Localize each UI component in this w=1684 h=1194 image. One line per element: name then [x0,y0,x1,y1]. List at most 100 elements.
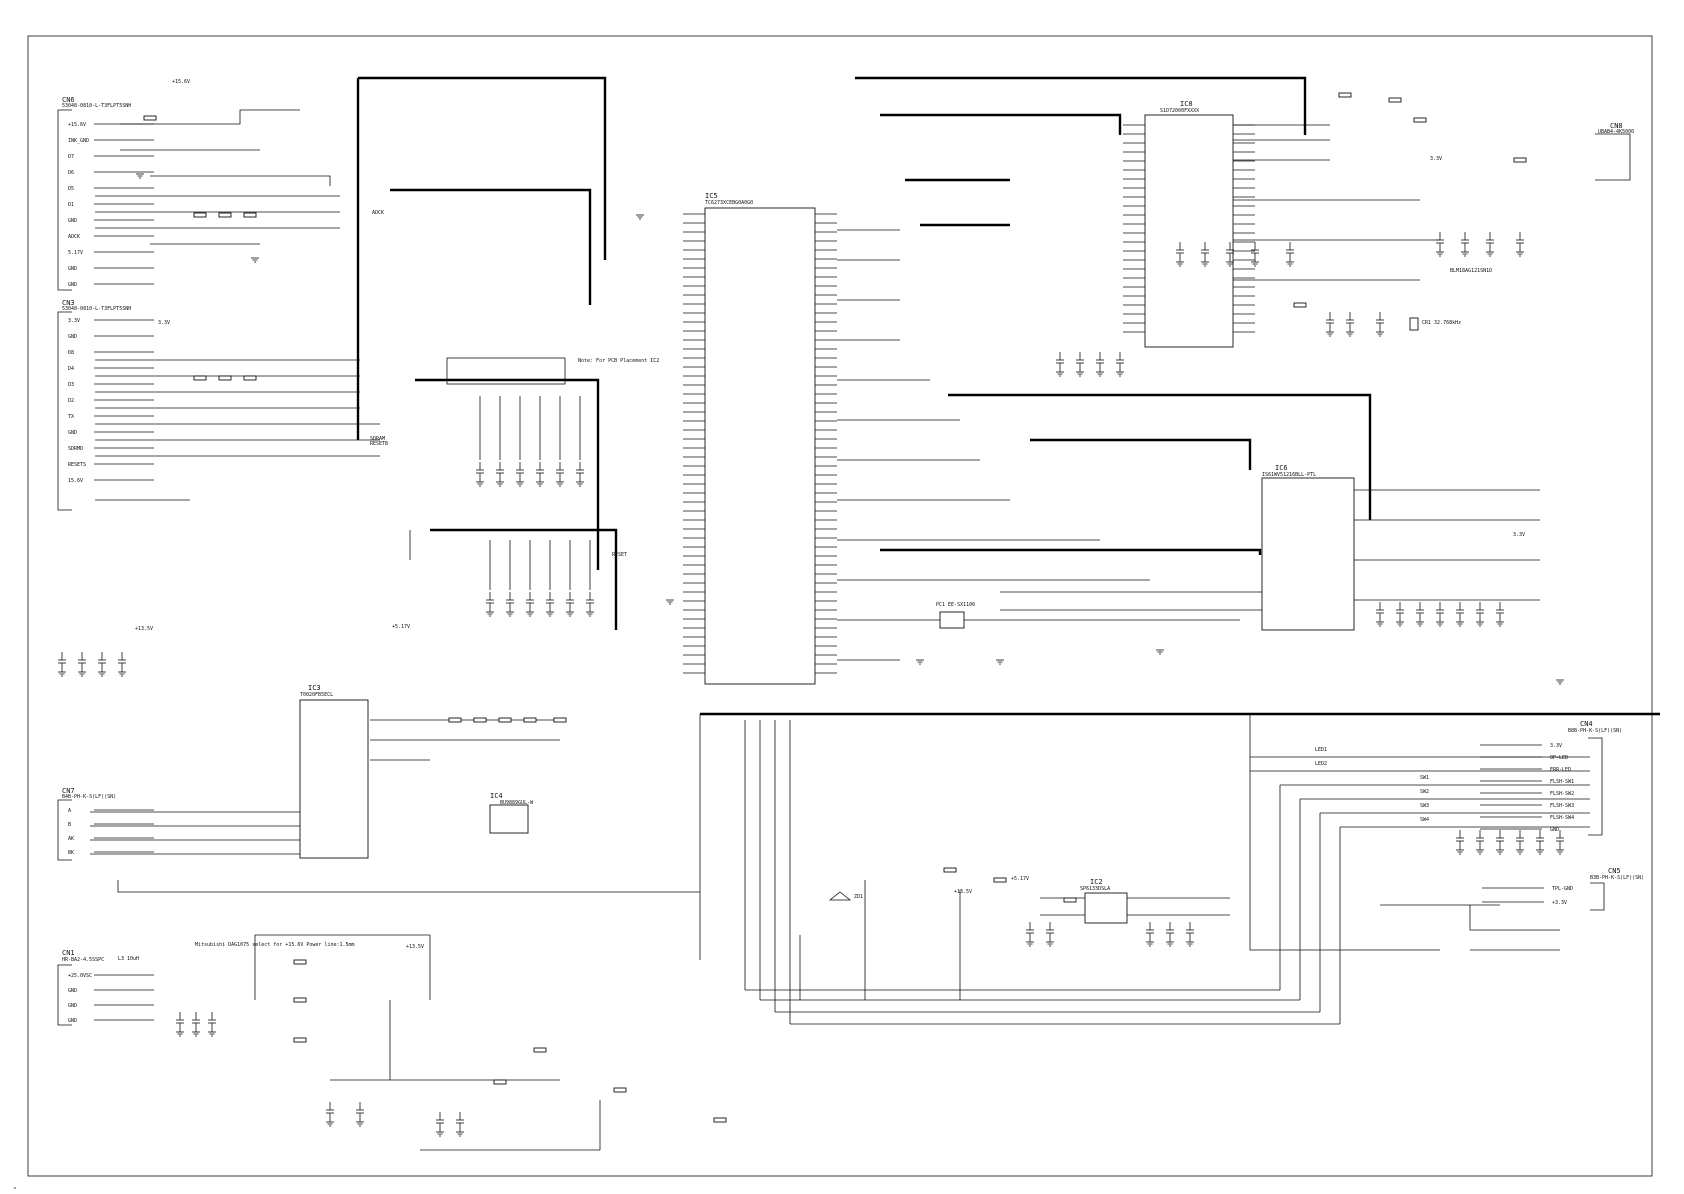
connector-pin-label: 5.17V [68,250,83,256]
net-led2: LED2 [1315,761,1327,767]
cn6-ref: CN6 [62,96,75,104]
connector-pin-label: FLSH-SW3 [1550,803,1574,809]
note-mitsubishi: Mitsubishi DAG1075 select for +15.6V Pow… [195,942,355,948]
note-pcb: Note: For PCB Placement IC2 [578,358,659,364]
cn1-connector: CN1 HR-BA2-4.5SSPC +25.0VSC GND GND GND [57,949,154,1026]
rail-13v-c: +13.5V [406,944,424,950]
connector-pin-label: 3.3V [1550,743,1562,749]
cn8-connector: CN8 UBAB4-4K5000 [1595,122,1634,181]
connector-pin-label: 3.3V [68,318,80,324]
sheet-border [27,35,1653,1177]
cn3-connector: CN3 53048-0810-L-T3FLPT5SNH 3.3VGNDD8D4D… [57,299,154,511]
cn6-part: 53048-0810-L-T3FLPT5SNH [62,103,131,109]
rail-33v-a: 3.3V [158,320,170,326]
connector-pin-label: TPL-GND [1552,886,1573,892]
connector-pin-label: GND [68,1003,77,1009]
net-sw4: SW4 [1420,817,1429,823]
connector-pin-label: RESETS [68,462,86,468]
connector-pin-label: GND [68,1018,77,1024]
ic6-part: IS61WV51216BLL-PTL [1262,472,1316,478]
net-sw3: SW3 [1420,803,1429,809]
misc-parts: CR1 32.768kHz PC1 EE-SX1106 ZD1 L3 10uH … [118,268,1492,962]
net-sw2: SW2 [1420,789,1429,795]
cn7-part: B4B-PH-K-S(LF)(SN) [62,794,116,800]
ic4-ref: IC4 [490,792,503,800]
connector-pin-label: 15.6V [68,478,83,484]
photo-label: PC1 EE-SX1106 [936,602,975,608]
connector-pin-label: GND [68,988,77,994]
connector-pin-label: B [68,822,71,828]
connector-pin-label: GND [68,282,77,288]
ic6-block: IC6 IS61WV51216BLL-PTL [1261,464,1355,631]
notes: Note: For PCB Placement IC2 Mitsubishi D… [195,357,659,948]
ic8-block: IC8 S1D72000FXXXX [1123,100,1255,348]
cn3-ref: CN3 [62,299,75,307]
rail-13v: +13.5V [135,626,153,632]
cn7-ref: CN7 [62,787,75,795]
net-adck: ADCK [372,210,384,216]
connector-pin-label: GND [68,334,77,340]
connector-pin-label: SDRMD [68,446,83,452]
connector-pin-label: A [68,808,71,814]
cn5-part: B3B-PH-K-S(LF)(SN) [1590,875,1644,881]
rail-labels: +15.6V 3.3V +13.5V +5.17V +5.17V 3.3V 3.… [135,79,1525,950]
connector-pin-label: FLSH-SW1 [1550,779,1574,785]
connector-pin-label: D8 [68,350,74,356]
ic8-part: S1D72000FXXXX [1160,108,1199,114]
cn1-part: HR-BA2-4.5SSPC [62,957,104,963]
connector-pin-label: ADCK [68,234,80,240]
ic5-block: IC5 TC6273XCEBG0A0G0 [683,192,837,685]
connector-pin-label: AK [68,836,74,842]
ic8-ref: IC8 [1180,100,1193,108]
connector-pin-label: FLSH-SW2 [1550,791,1574,797]
cn4-part: B8B-PH-K-S(LF)(SN) [1568,728,1622,734]
crystal-label: CR1 32.768kHz [1422,320,1461,326]
net-labels: RESET SDRAM RESETB ADCK SW1 SW2 SW3 SW4 … [370,210,1429,823]
connector-pin-label: +15.6V [68,122,86,128]
ic3-ref: IC3 [308,684,321,692]
cn8-part: UBAB4-4K5000 [1598,129,1634,135]
zener-label: ZD1 [854,894,863,900]
cn4-connector: CN4 B8B-PH-K-S(LF)(SN) 3.3VOP-LEDERR-LED… [1480,720,1622,836]
ic4-part: BU9889GUL-W [500,800,534,806]
coil-label: L3 10uH [118,956,139,962]
net-reset-n: RESETB [370,441,388,447]
passive-components [14,92,1564,1189]
connector-pin-label: ERR-LED [1550,767,1571,773]
net-sw1: SW1 [1420,775,1429,781]
cn1-ref: CN1 [62,949,75,957]
connector-pin-label: INK_GND [68,138,89,144]
rail-33v-c: 3.3V [1513,532,1525,538]
cn8-ref: CN8 [1610,122,1623,130]
ic3-part: T0020FB5ECL [300,692,333,698]
rail-33v-b: 3.3V [1430,156,1442,162]
ic6-ref: IC6 [1275,464,1288,472]
ic2-part: SP6133DSLA [1080,886,1110,892]
connector-pin-label: D7 [68,154,74,160]
connector-pin-label: TX [68,414,74,420]
ic5-part: TC6273XCEBG0A0G0 [705,200,753,206]
ic2-block: IC2 SP6133DSLA [1080,878,1128,924]
connector-pin-label: D1 [68,202,74,208]
connector-pin-label: +25.0VSC [68,973,92,979]
connector-pin-label: BK [68,850,74,856]
connector-pin-label: D3 [68,382,74,388]
net-led1: LED1 [1315,747,1327,753]
net-reset: RESET [612,552,627,558]
connector-pin-label: GND [68,266,77,272]
cn6-connector: CN6 53048-0810-L-T3FLPT5SNH +15.6V INK_GN… [57,96,154,291]
rail-13v-b: +13.5V [954,889,972,895]
ic3-block: IC3 T0020FB5ECL [299,684,369,859]
signal-wires [90,109,1590,1151]
cn5-ref: CN5 [1608,867,1621,875]
connector-pin-label: OP-LED [1550,755,1568,761]
connector-pin-label: +3.3V [1552,900,1567,906]
connector-pin-label: D4 [68,366,74,372]
connector-pin-label: D5 [68,186,74,192]
connector-pin-label: D2 [68,398,74,404]
connector-pin-label: D6 [68,170,74,176]
connector-pin-label: GND [68,430,77,436]
cn5-connector: CN5 B3B-PH-K-S(LF)(SN) TPL-GND +3.3V [1482,867,1644,911]
ic2-ref: IC2 [1090,878,1103,886]
